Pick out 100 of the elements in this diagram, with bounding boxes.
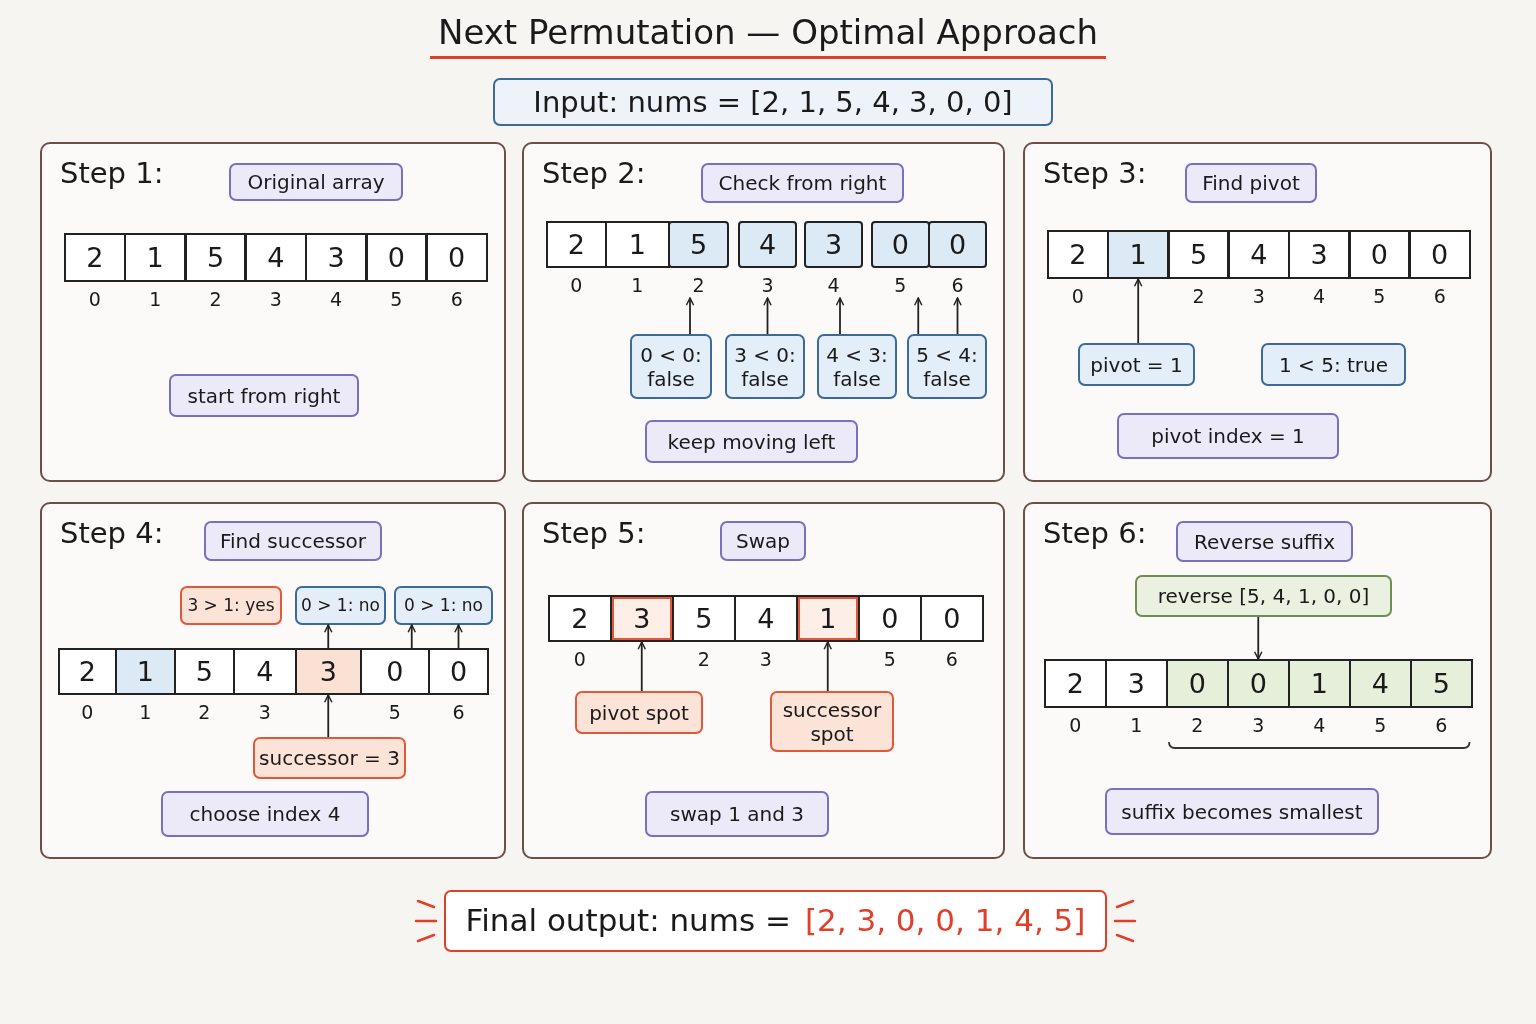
- step-panel: [522, 142, 1005, 482]
- index-label: 4: [329, 287, 344, 312]
- arrow: [1133, 278, 1143, 344]
- array-cell: 2: [64, 233, 126, 282]
- step-tag: Find successor: [204, 521, 382, 561]
- index-label: 2: [1191, 284, 1206, 309]
- output-label: Final output: nums =: [465, 902, 791, 940]
- array-cell: 0: [1166, 659, 1229, 708]
- array-cell: 3: [804, 221, 863, 268]
- step-heading: Step 5:: [542, 516, 646, 550]
- step-panel: [1023, 142, 1492, 482]
- step-panel: [40, 142, 506, 482]
- step-tag: start from right: [169, 374, 359, 417]
- index-label: 3: [1251, 713, 1266, 738]
- array-cell: 4: [244, 233, 307, 282]
- index-label: 3: [257, 700, 272, 725]
- array-cell: 2: [546, 221, 607, 268]
- index-label: 6: [944, 647, 959, 672]
- index-label: 2: [1190, 713, 1205, 738]
- array-cell: 0: [871, 221, 930, 268]
- step-tag: Check from right: [701, 163, 904, 203]
- array-cell: 0: [360, 648, 430, 695]
- arrow: [953, 297, 962, 335]
- arrow: [685, 297, 695, 335]
- array-cell: 0: [425, 233, 488, 282]
- index-label: 4: [1312, 713, 1327, 738]
- array-cell: 5: [668, 221, 729, 268]
- array-cell: 5: [1167, 230, 1230, 279]
- array-cell: 0: [428, 648, 489, 695]
- step-tag: keep moving left: [645, 420, 858, 463]
- index-label: 0: [87, 287, 102, 312]
- array-cell: 5: [1410, 659, 1473, 708]
- array-cell: 5: [174, 648, 235, 695]
- step-tag: Reverse suffix: [1176, 521, 1353, 562]
- step-tag: suffix becomes smallest: [1105, 788, 1379, 835]
- comparison-box: 0 > 1: no: [295, 586, 386, 625]
- index-label: 2: [696, 647, 711, 672]
- array-cell: 1: [115, 648, 176, 695]
- index-label: 3: [760, 273, 775, 298]
- comparison-box: 5 < 4: false: [907, 334, 987, 399]
- index-label: 4: [826, 273, 841, 298]
- array-cell: 0: [1227, 659, 1290, 708]
- array-cell: 4: [738, 221, 797, 268]
- index-label: 6: [451, 700, 466, 725]
- array-cell: 0: [1348, 230, 1411, 279]
- array-cell: 4: [1349, 659, 1412, 708]
- index-label: 0: [1070, 284, 1085, 309]
- index-label: 0: [569, 273, 584, 298]
- array-cell: 0: [365, 233, 428, 282]
- diagram-title: Next Permutation — Optimal Approach: [429, 12, 1106, 59]
- array-cell: 4: [233, 648, 297, 695]
- step-tag: pivot index = 1: [1117, 413, 1339, 459]
- step-panel: [40, 502, 506, 859]
- array-cell: 4: [1227, 230, 1290, 279]
- index-label: 1: [148, 287, 163, 312]
- array-cell: 5: [184, 233, 247, 282]
- array-cell: 1: [1288, 659, 1351, 708]
- index-label: 5: [1372, 284, 1387, 309]
- index-label: 1: [630, 273, 645, 298]
- highlight-box: successor = 3: [253, 737, 406, 779]
- index-label: 0: [572, 647, 587, 672]
- arrow: [454, 624, 463, 649]
- arrow: [637, 641, 647, 692]
- array-cell: 1: [796, 595, 860, 642]
- highlight-box: pivot spot: [575, 691, 703, 734]
- step-heading: Step 4:: [60, 516, 164, 550]
- comparison-box: 0 < 0: false: [630, 334, 712, 399]
- array-cell: 0: [1408, 230, 1471, 279]
- comparison-box: 4 < 3: false: [817, 334, 897, 399]
- array-cell: 2: [1047, 230, 1109, 279]
- comparison-box: pivot = 1: [1078, 343, 1195, 386]
- arrow: [763, 297, 772, 335]
- index-label: 0: [1068, 713, 1083, 738]
- arrow: [407, 624, 417, 649]
- highlight-box: successor spot: [770, 691, 894, 752]
- step-heading: Step 1:: [60, 156, 164, 190]
- index-label: 3: [758, 647, 773, 672]
- index-label: 4: [1312, 284, 1327, 309]
- index-label: 1: [138, 700, 153, 725]
- index-label: 2: [197, 700, 212, 725]
- array-cell: 5: [672, 595, 736, 642]
- step-heading: Step 3:: [1043, 156, 1147, 190]
- array-cell: 0: [920, 595, 984, 642]
- index-label: 5: [1373, 713, 1388, 738]
- step-tag: swap 1 and 3: [645, 791, 829, 837]
- arrow: [913, 297, 923, 335]
- array-cell: 2: [58, 648, 117, 695]
- step-tag: choose index 4: [161, 791, 369, 837]
- index-label: 0: [80, 700, 95, 725]
- array-cell: 2: [548, 595, 612, 642]
- array-cell: 3: [305, 233, 367, 282]
- array-cell: 1: [605, 221, 670, 268]
- array-cell: 3: [1105, 659, 1168, 708]
- arrow: [835, 297, 845, 335]
- index-label: 5: [882, 647, 897, 672]
- operation-box: reverse [5, 4, 1, 0, 0]: [1135, 575, 1392, 617]
- array-cell: 3: [610, 595, 674, 642]
- step-heading: Step 2:: [542, 156, 646, 190]
- index-label: 6: [449, 287, 464, 312]
- step-panel: [1023, 502, 1492, 859]
